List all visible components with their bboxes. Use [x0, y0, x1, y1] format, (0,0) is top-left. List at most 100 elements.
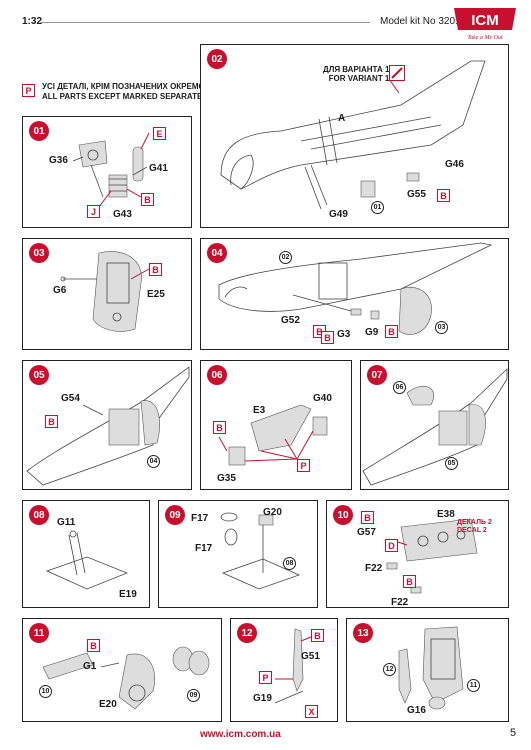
step-number: 09	[165, 505, 185, 525]
part-group-tag: B	[403, 575, 416, 588]
step-reference: 12	[383, 663, 396, 676]
step-09-panel: 09 F17 G20 F17 08	[158, 500, 318, 608]
part-label: G35	[217, 473, 236, 484]
step-07-panel: 07 06 05	[360, 360, 509, 490]
step-13-drawing	[398, 626, 464, 710]
part-group-tag: B	[311, 629, 324, 642]
decal-note-en: DECAL 2	[457, 527, 487, 534]
part-label: G54	[61, 393, 80, 404]
step-04-drawing	[218, 242, 493, 335]
part-label: G9	[365, 327, 379, 338]
step-05-panel: 05 G54 B 04	[22, 360, 192, 490]
part-label: G3	[337, 329, 351, 340]
part-label: G19	[253, 693, 272, 704]
step-09-drawing	[220, 512, 301, 590]
part-label: E20	[99, 699, 117, 710]
step-01-panel: 01 G36 G41 G43 E B J	[22, 116, 192, 228]
step-reference: 05	[445, 457, 458, 470]
step-02-drawing	[220, 60, 486, 210]
page-number: 5	[510, 727, 517, 739]
part-group-tag: B	[213, 421, 226, 434]
step-06-panel: 06 E3 G40 G35 B P	[200, 360, 352, 490]
brand-logo: ICM Take a Me Out	[452, 6, 518, 42]
remove-part-icon: X	[305, 705, 318, 718]
part-label: F22	[365, 563, 383, 574]
part-label: A	[338, 113, 346, 124]
part-group-tag: B	[45, 415, 58, 428]
step-05-drawing	[26, 366, 190, 486]
part-label: G41	[149, 163, 168, 174]
step-reference: 04	[147, 455, 160, 468]
step-number: 03	[29, 243, 49, 263]
scale-label: 1:32	[22, 16, 43, 27]
part-group-tag: P	[297, 459, 310, 472]
step-11-panel: 11 G1 E20 B 10 09	[22, 618, 222, 722]
part-label: F22	[391, 597, 409, 608]
part-label: G40	[313, 393, 332, 404]
step-11-drawing	[42, 646, 210, 710]
step-03-panel: 03 G6 E25 B	[22, 238, 192, 350]
part-label: E19	[119, 589, 137, 600]
step-12-panel: 12 G51 G19 B P X	[230, 618, 338, 722]
step-number: 13	[353, 623, 373, 643]
part-label: E25	[147, 289, 165, 300]
variant-note-ua: ДЛЯ ВАРІАНТА 1	[323, 65, 390, 74]
part-label: G43	[113, 209, 132, 220]
part-group-tag: B	[385, 325, 398, 338]
parts-note: УСІ ДЕТАЛІ, КРІМ ПОЗНАЧЕНИХ ОКРЕМО ALL P…	[42, 82, 212, 102]
step-03-drawing	[60, 251, 150, 332]
part-label: G6	[53, 285, 67, 296]
part-label: G16	[407, 705, 426, 716]
part-label: G57	[357, 527, 376, 538]
part-label: G46	[445, 159, 464, 170]
step-06-drawing	[218, 404, 328, 466]
step-number: 01	[29, 121, 49, 141]
step-reference: 03	[435, 321, 448, 334]
header-rule	[40, 22, 370, 23]
part-group-tag: E	[153, 127, 166, 140]
step-reference: 11	[467, 679, 480, 692]
part-label: E3	[253, 405, 266, 416]
parts-note-en: ALL PARTS EXCEPT MARKED SEPARATELY	[42, 92, 212, 101]
decal-note: ДЕКАЛЬ 2 DECAL 2	[457, 519, 492, 535]
kit-number: Model kit No 32014	[380, 16, 467, 27]
svg-text:ICM: ICM	[471, 12, 499, 29]
step-13-panel: 13 12 G16 11	[346, 618, 509, 722]
decal-note-ua: ДЕКАЛЬ 2	[457, 519, 492, 526]
step-02-panel: 02 ДЛЯ ВАРІАНТА 1 FOR VARIANT 1 A G46 G5…	[200, 44, 509, 228]
part-label: G20	[263, 507, 282, 518]
variant-marker-icon	[389, 65, 405, 81]
website-link[interactable]: www.icm.com.ua	[200, 729, 281, 740]
part-group-tag: B	[87, 639, 100, 652]
part-label: E38	[437, 509, 455, 520]
part-label: G55	[407, 189, 426, 200]
step-10-drawing	[386, 518, 478, 594]
part-group-tag: B	[361, 511, 374, 524]
part-label: G11	[57, 517, 76, 528]
step-number: 06	[207, 365, 227, 385]
step-reference: 02	[279, 251, 292, 264]
step-10-panel: 10 E38 ДЕКАЛЬ 2 DECAL 2 G57 F22 F22 B D …	[326, 500, 509, 608]
step-12-drawing	[274, 628, 312, 704]
step-reference: 10	[39, 685, 52, 698]
step-08-panel: 08 G11 E19	[22, 500, 150, 608]
part-group-tag: B	[321, 331, 334, 344]
step-08-drawing	[45, 530, 129, 590]
part-label: G49	[329, 209, 348, 220]
step-number: 02	[207, 49, 227, 69]
step-number: 08	[29, 505, 49, 525]
step-number: 10	[333, 505, 353, 525]
part-group-tag: B	[141, 193, 154, 206]
variant-note-en: FOR VARIANT 1	[328, 74, 390, 83]
step-number: 07	[367, 365, 387, 385]
part-label: G51	[301, 651, 320, 662]
part-group-tag: B	[437, 189, 450, 202]
step-reference: 08	[283, 557, 296, 570]
parts-note-ua: УСІ ДЕТАЛІ, КРІМ ПОЗНАЧЕНИХ ОКРЕМО	[42, 82, 205, 91]
step-07-drawing	[362, 368, 508, 486]
step-number: 11	[29, 623, 49, 643]
step-number: 04	[207, 243, 227, 263]
svg-text:Take a Me Out: Take a Me Out	[467, 35, 503, 41]
step-reference: 01	[371, 201, 384, 214]
step-04-panel: 04 02 G52 G3 G9 B B B 03	[200, 238, 509, 350]
